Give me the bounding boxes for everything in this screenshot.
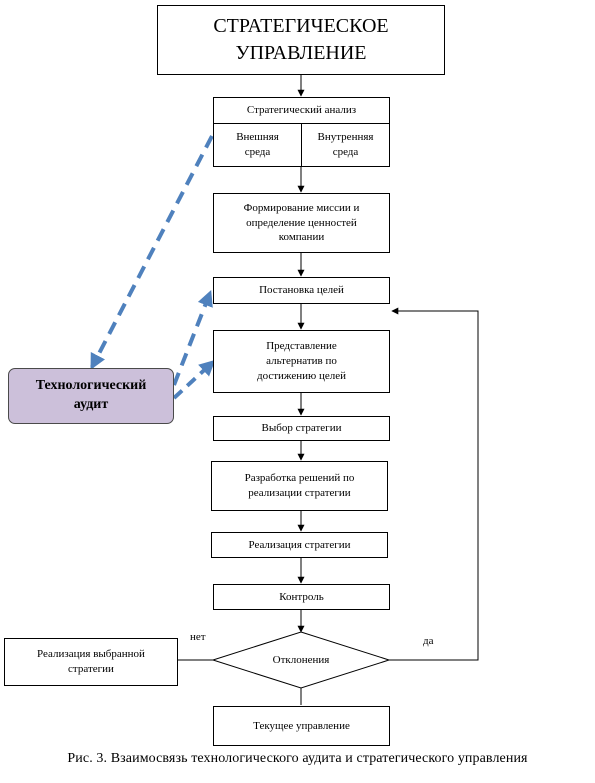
strategy-choice-box: Выбор стратегии bbox=[213, 416, 390, 441]
current-management-box: Текущее управление bbox=[213, 706, 390, 746]
control-box: Контроль bbox=[213, 584, 390, 610]
alternatives-box: Представление альтернатив по достижению … bbox=[213, 330, 390, 393]
goal-setting-box: Постановка целей bbox=[213, 277, 390, 304]
line-yes-feedback-loop bbox=[389, 307, 479, 661]
implementation-box: Реализация стратегии bbox=[211, 532, 388, 558]
deviations-label: Отклонения bbox=[272, 653, 330, 666]
figure-caption: Рис. 3. Взаимосвязь технологического ауд… bbox=[67, 751, 528, 766]
dashed-arrow-audit-to-alternatives bbox=[172, 359, 216, 400]
dashed-arrow-env-to-audit bbox=[90, 135, 214, 370]
mission-box: Формирование миссии и определение ценнос… bbox=[213, 193, 390, 253]
internal-environment-box: Внутренняя среда bbox=[301, 123, 390, 167]
yes-label: да bbox=[423, 635, 434, 647]
technology-audit-box: Технологический аудит bbox=[8, 368, 174, 424]
strategic-management-title: СТРАТЕГИЧЕСКОЕ УПРАВЛЕНИЕ bbox=[157, 5, 445, 75]
strategic-analysis-box: Стратегический анализ bbox=[213, 97, 390, 124]
no-label: нет bbox=[190, 631, 206, 643]
external-environment-box: Внешняя среда bbox=[213, 123, 302, 167]
chosen-implementation-box: Реализация выбранной стратегии bbox=[4, 638, 178, 686]
deviations-diamond bbox=[211, 631, 391, 689]
decisions-box: Разработка решений по реализации стратег… bbox=[211, 461, 388, 511]
dashed-arrow-audit-to-goals bbox=[172, 290, 213, 386]
